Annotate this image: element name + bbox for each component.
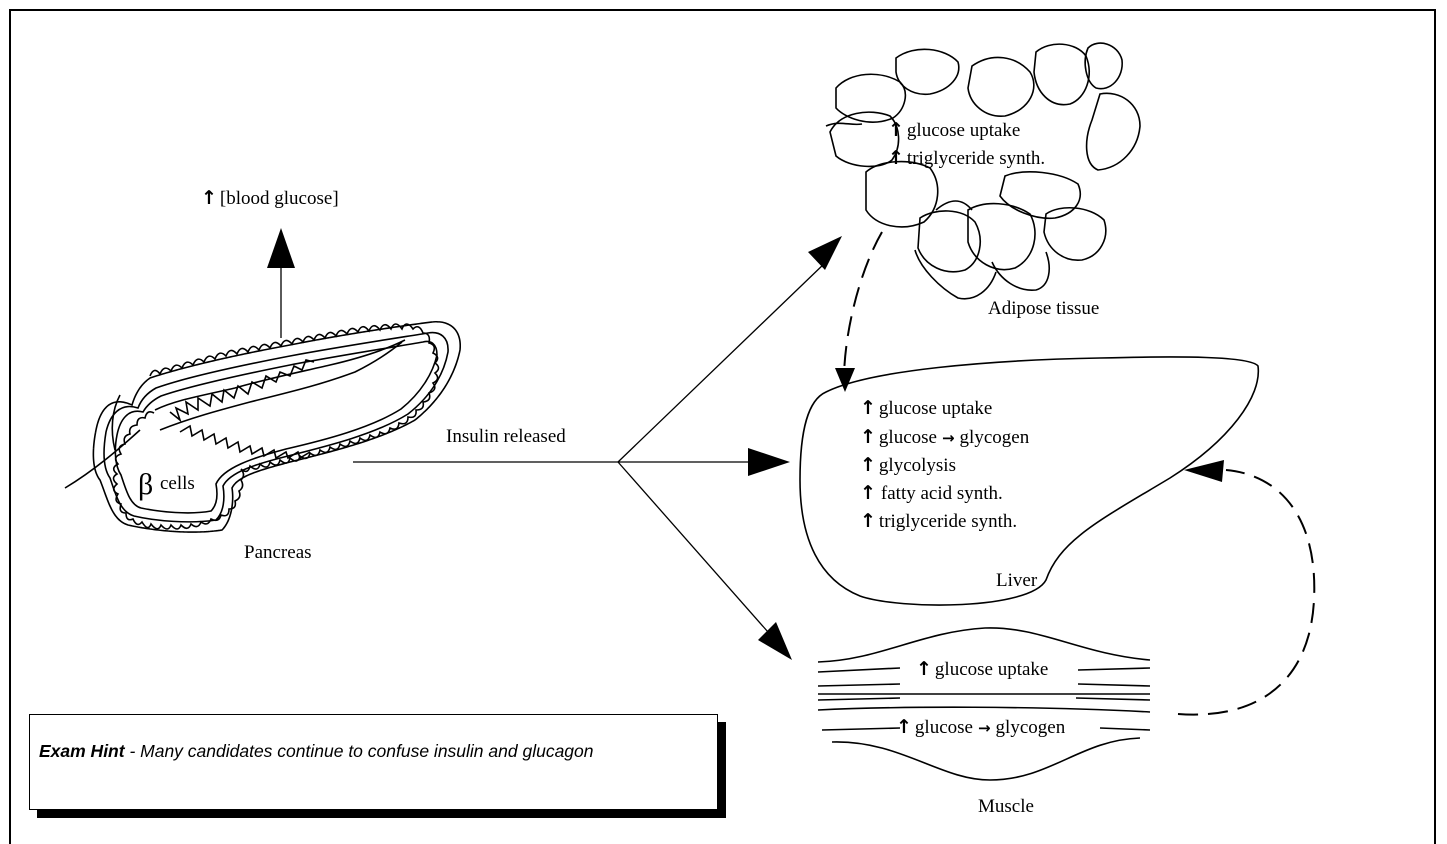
up-arrow-icon: ↑ (201, 187, 217, 209)
exam-hint-text: Exam Hint - Many candidates continue to … (39, 741, 705, 762)
svg-text:↑glucose→glycogen: ↑glucose → glycogen (860, 426, 1030, 448)
liver-effect-glucose-uptake: glucose uptake (879, 398, 992, 419)
muscle-branch-line (618, 462, 768, 632)
right-arrow-icon: → (942, 429, 955, 447)
svg-text:↑glucose→glycogen: ↑glucose → glycogen (896, 716, 1066, 738)
exam-hint-box: Exam Hint - Many candidates continue to … (29, 714, 718, 810)
adipose-tissue-drawing (826, 43, 1140, 299)
beta-cells-label: cells (160, 473, 195, 494)
right-arrow-icon: → (978, 719, 991, 737)
svg-text:↑[blood glucose]: ↑[blood glucose] (201, 187, 339, 209)
blood-glucose-arrowhead (267, 228, 295, 268)
up-arrow-icon: ↑ (888, 147, 904, 169)
adipose-branch-line (618, 262, 826, 462)
up-arrow-icon: ↑ (888, 119, 904, 141)
muscle-drawing (818, 628, 1150, 780)
blood-glucose-label: [blood glucose] (220, 188, 339, 209)
muscle-arrowhead (758, 622, 792, 660)
beta-symbol: β (138, 468, 153, 501)
liver-effect-triglyceride: triglyceride synth. (879, 511, 1017, 532)
up-arrow-icon: ↑ (860, 397, 876, 419)
muscle-effect-glycogen: glycogen (996, 717, 1066, 738)
svg-text:↑triglyceride synth.: ↑triglyceride synth. (888, 147, 1045, 169)
up-arrow-icon: ↑ (916, 658, 932, 680)
adipose-arrowhead (808, 236, 842, 270)
exam-hint-body: - Many candidates continue to confuse in… (125, 741, 594, 761)
svg-text:↑glucose uptake: ↑glucose uptake (916, 658, 1048, 680)
liver-label: Liver (996, 570, 1038, 591)
liver-effects: ↑glucose uptake ↑glucose→glycogen ↑glyco… (860, 397, 1030, 532)
liver-effect-glycogen: glycogen (960, 427, 1030, 448)
adipose-tissue-label: Adipose tissue (988, 298, 1099, 319)
muscle-to-liver-arrowhead (1184, 460, 1224, 482)
exam-hint-title: Exam Hint (39, 741, 125, 761)
pancreas-label: Pancreas (244, 542, 312, 563)
pancreas-drawing (65, 322, 460, 532)
muscle-effect-glucose-uptake: glucose uptake (935, 659, 1048, 680)
svg-text:↑glucose uptake: ↑glucose uptake (888, 119, 1020, 141)
up-arrow-icon: ↑ (860, 510, 876, 532)
liver-drawing (800, 357, 1258, 605)
insulin-released-label: Insulin released (446, 426, 566, 447)
up-arrow-icon: ↑ (860, 454, 876, 476)
svg-text:↑glycolysis: ↑glycolysis (860, 454, 956, 476)
adipose-to-liver-dashed (844, 232, 882, 376)
svg-text:↑fatty acid synth.: ↑fatty acid synth. (860, 482, 1003, 504)
liver-effect-fatty-acid: fatty acid synth. (881, 483, 1003, 504)
up-arrow-icon: ↑ (896, 716, 912, 738)
muscle-to-liver-dashed (1178, 470, 1314, 715)
liver-effect-glucose: glucose (879, 427, 937, 448)
muscle-label: Muscle (978, 796, 1034, 817)
adipose-effect-1: glucose uptake (907, 120, 1020, 141)
adipose-to-liver-arrowhead (835, 368, 855, 392)
liver-arrowhead (748, 448, 790, 476)
svg-text:↑glucose uptake: ↑glucose uptake (860, 397, 992, 419)
up-arrow-icon: ↑ (860, 482, 876, 504)
muscle-effect-glucose: glucose (915, 717, 973, 738)
up-arrow-icon: ↑ (860, 426, 876, 448)
liver-effect-glycolysis: glycolysis (879, 455, 956, 476)
svg-text:↑triglyceride synth.: ↑triglyceride synth. (860, 510, 1017, 532)
adipose-effect-2: triglyceride synth. (907, 148, 1045, 169)
